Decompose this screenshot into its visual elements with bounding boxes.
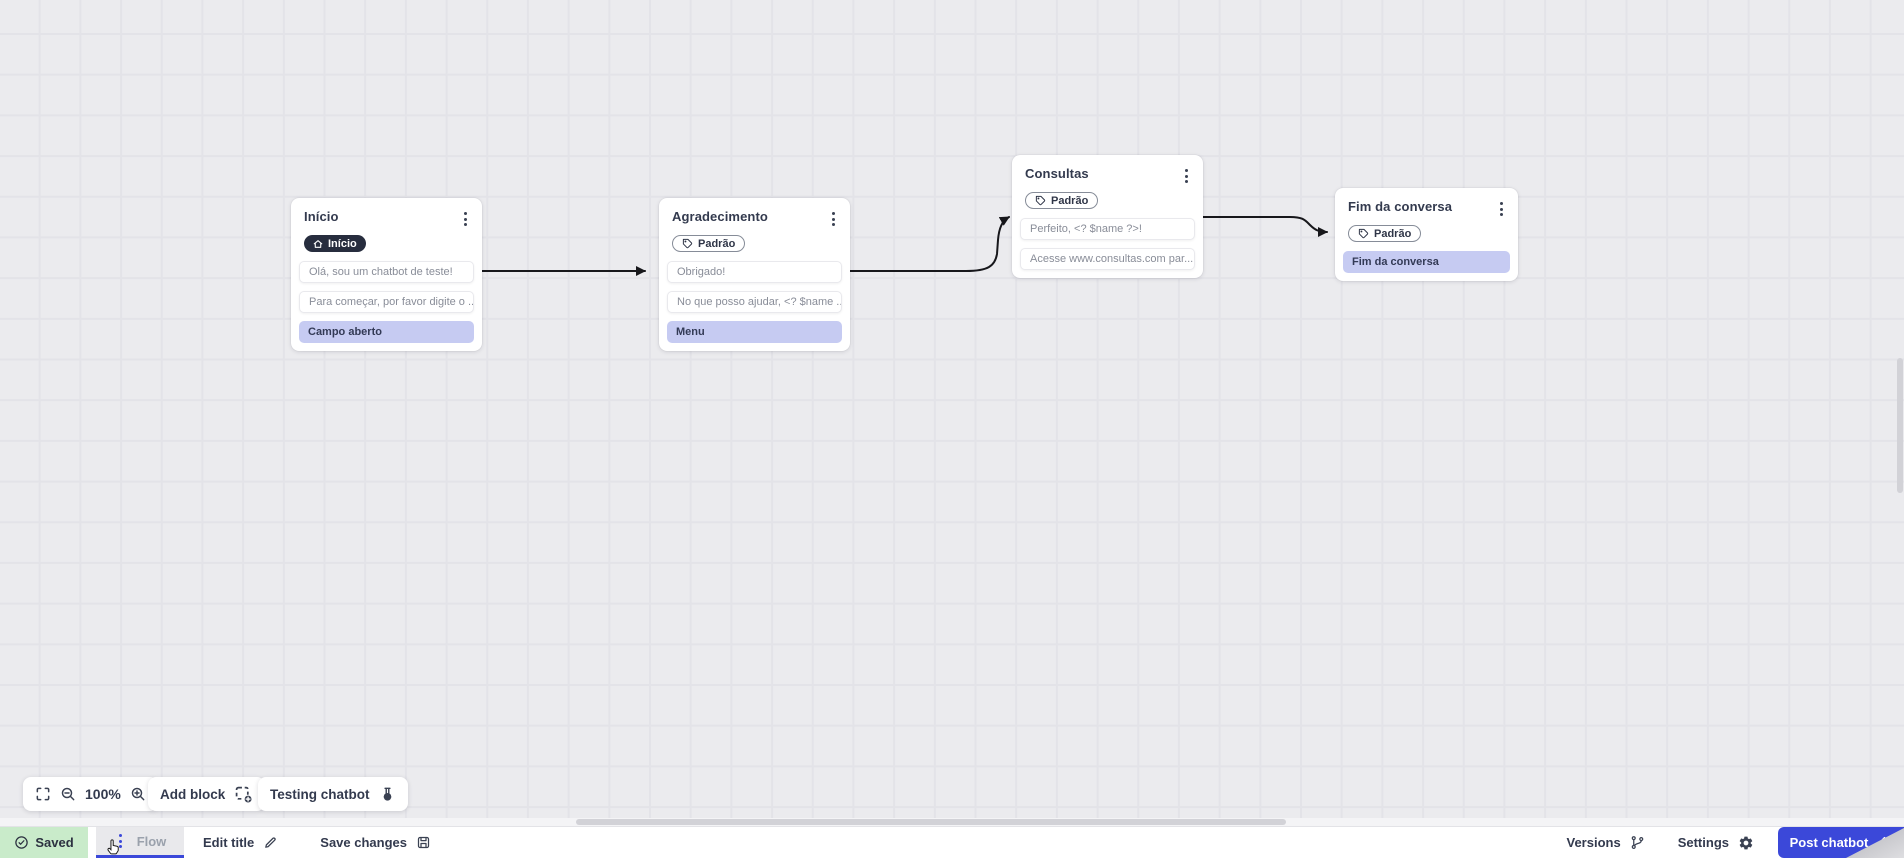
flask-icon [379,786,396,803]
check-circle-icon [14,835,29,850]
status-bar-spacer [444,827,1550,858]
tab-flow[interactable]: Flow [96,827,184,858]
node-message[interactable]: No que posso ajudar, <? $name ... [667,291,842,313]
mouse-cursor-hand [105,838,122,862]
saved-status-badge: Saved [0,827,88,858]
zoom-in-icon[interactable] [130,786,146,802]
flow-node-consultas[interactable]: Consultas Padrão Perfeito, <? $name ?>! … [1012,155,1203,278]
zoom-out-icon[interactable] [60,786,76,802]
vertical-scrollbar[interactable] [1896,0,1904,818]
node-title: Fim da conversa [1348,199,1453,214]
git-branch-icon [1630,835,1645,850]
flow-node-inicio[interactable]: Início Início Olá, sou um chatbot de tes… [291,198,482,351]
flow-node-fim-da-conversa[interactable]: Fim da conversa Padrão Fim da conversa [1335,188,1518,281]
node-action-block[interactable]: Campo aberto [299,321,474,343]
save-changes-button[interactable]: Save changes [307,827,444,858]
connector-consultas-fim [1202,216,1328,237]
node-message[interactable]: Olá, sou um chatbot de teste! [299,261,474,283]
node-title: Início [304,209,339,224]
node-badge: Início [304,235,366,252]
fullscreen-icon[interactable] [35,786,51,802]
node-action-block[interactable]: Fim da conversa [1343,251,1510,273]
settings-button[interactable]: Settings [1661,827,1770,858]
node-action-block[interactable]: Menu [667,321,842,343]
node-title: Consultas [1025,166,1089,181]
save-icon [416,835,431,850]
connector-agradecimento-consultas [849,216,1010,272]
flow-tab-menu-icon[interactable] [114,831,127,851]
node-menu-icon[interactable] [1180,166,1193,186]
gear-icon [1738,835,1754,851]
versions-button[interactable]: Versions [1549,827,1662,858]
node-badge: Padrão [1348,225,1422,242]
zoom-panel: 100% [23,777,158,811]
flow-canvas[interactable]: Início Início Olá, sou um chatbot de tes… [0,0,1904,826]
tag-icon [1358,228,1369,239]
zoom-level: 100% [85,786,121,802]
node-badge: Padrão [1025,192,1099,209]
home-icon [313,239,323,248]
pencil-icon [263,835,278,850]
node-menu-icon[interactable] [459,209,472,229]
vertical-scrollbar-thumb[interactable] [1897,358,1903,493]
node-title: Agradecimento [672,209,768,224]
status-bar: Saved Flow Edit title Save changes Versi… [0,826,1904,858]
flow-connectors [481,216,1328,276]
add-block-icon [234,785,253,804]
flow-node-agradecimento[interactable]: Agradecimento Padrão Obrigado! No que po… [659,198,850,351]
node-badge: Padrão [672,235,746,252]
add-block-button[interactable]: Add block [148,777,266,811]
testing-chatbot-button[interactable]: Testing chatbot [258,777,408,811]
node-message[interactable]: Obrigado! [667,261,842,283]
horizontal-scrollbar-thumb[interactable] [576,819,1286,825]
node-message[interactable]: Para começar, por favor digite o ... [299,291,474,313]
node-menu-icon[interactable] [827,209,840,229]
node-message[interactable]: Perfeito, <? $name ?>! [1020,218,1195,240]
node-menu-icon[interactable] [1495,199,1508,219]
edit-title-button[interactable]: Edit title [190,827,292,858]
tag-icon [1035,195,1046,206]
horizontal-scrollbar[interactable] [0,818,1904,826]
tag-icon [682,238,693,249]
node-message[interactable]: Acesse www.consultas.com par... [1020,248,1195,270]
